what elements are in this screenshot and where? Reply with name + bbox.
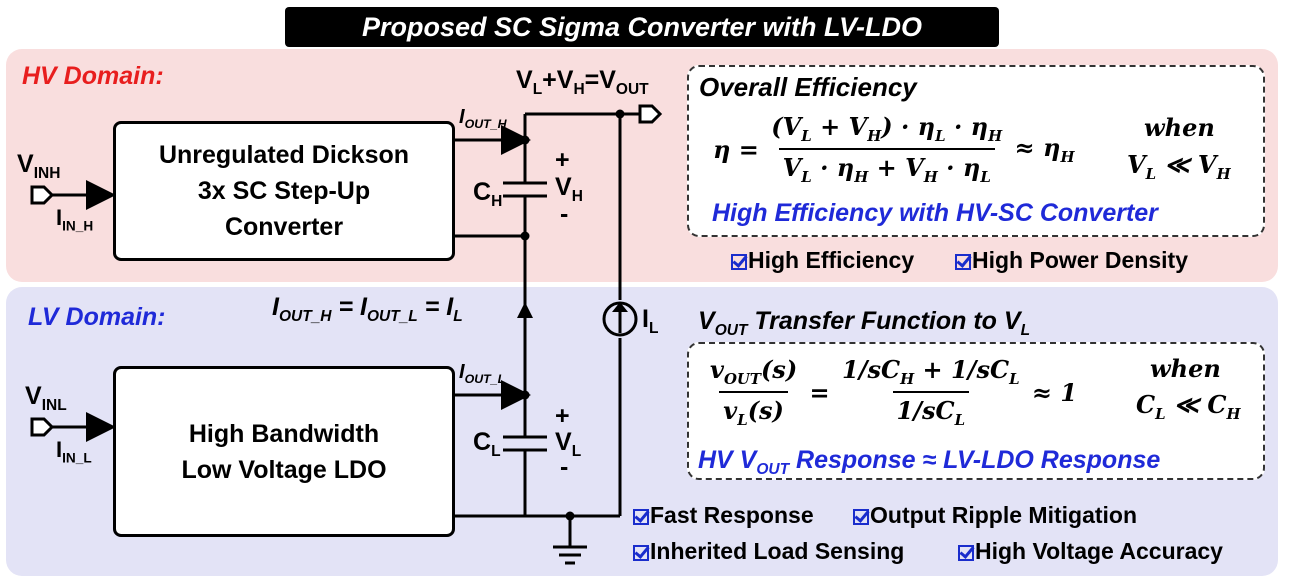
efficiency-when: when — [1144, 113, 1215, 142]
vinh-label: VINH — [17, 150, 61, 182]
dickson-line3: Converter — [224, 213, 344, 241]
vout-label: VL+VH=VOUT — [516, 66, 649, 98]
iin-h-label: IIN_H — [56, 205, 94, 234]
checkbox-icon — [731, 254, 747, 270]
efficiency-equation: η = (VL + VH) · ηL · ηH VL · ηH + VH · η… — [713, 112, 1075, 186]
dickson-line1: Unregulated Dickson — [158, 141, 410, 169]
iout-l-label: IOUT_L — [459, 361, 506, 386]
ldo-line1: High Bandwidth — [188, 419, 380, 448]
hv-feature-0: High Efficiency — [731, 247, 914, 274]
ldo-block: High Bandwidth Low Voltage LDO — [113, 366, 455, 537]
current-equation: IOUT_H = IOUT_L = IL — [272, 293, 463, 325]
dickson-converter-block: Unregulated Dickson 3x SC Step-Up Conver… — [113, 121, 455, 261]
dickson-line2: 3x SC Step-Up — [197, 177, 371, 205]
vinl-label: VINL — [25, 382, 67, 414]
iout-h-label: IOUT_H — [459, 106, 507, 131]
efficiency-box — [687, 65, 1265, 237]
hv-feature-1: High Power Density — [955, 247, 1188, 274]
vl-minus: - — [560, 453, 569, 481]
load-current-label: IL — [642, 305, 659, 337]
vh-minus: - — [560, 200, 569, 228]
vh-plus: + — [555, 146, 570, 174]
checkbox-icon — [853, 509, 869, 525]
checkbox-icon — [955, 254, 971, 270]
iin-l-label: IIN_L — [56, 437, 92, 466]
transfer-heading: VOUT Transfer Function to VL — [698, 307, 1031, 339]
diagram-title: Proposed SC Sigma Converter with LV-LDO — [361, 12, 923, 42]
vl-label: VL — [555, 428, 582, 460]
transfer-when: when — [1150, 354, 1221, 383]
lv-feature-2: Inherited Load Sensing — [633, 538, 904, 565]
checkbox-icon — [958, 545, 974, 561]
vh-label: VH — [555, 173, 583, 205]
efficiency-heading: Overall Efficiency — [699, 72, 917, 102]
lv-feature-0: Fast Response — [633, 502, 814, 529]
lv-feature-3: High Voltage Accuracy — [958, 538, 1223, 565]
lv-feature-1: Output Ripple Mitigation — [853, 502, 1137, 529]
cl-label: CL — [473, 428, 501, 460]
transfer-note: HV VOUT Response ≈ LV-LDO Response — [698, 446, 1161, 478]
checkbox-icon — [633, 509, 649, 525]
transfer-equation: vOUT(s) vL(s) = 1/sCH + 1/sCL 1/sCL ≈ 1 — [710, 355, 1078, 429]
efficiency-condition: VL ≪ VH — [1127, 150, 1231, 183]
checkbox-icon — [633, 545, 649, 561]
transfer-box — [687, 342, 1265, 480]
ch-label: CH — [473, 178, 503, 210]
vl-plus: + — [555, 402, 570, 430]
title-bar — [285, 7, 999, 47]
lv-domain-label: LV Domain: — [28, 303, 166, 331]
efficiency-note: High Efficiency with HV-SC Converter — [712, 199, 1158, 227]
transfer-condition: CL ≪ CH — [1136, 390, 1241, 423]
hv-domain-label: HV Domain: — [22, 62, 164, 90]
ldo-line2: Low Voltage LDO — [181, 455, 387, 484]
